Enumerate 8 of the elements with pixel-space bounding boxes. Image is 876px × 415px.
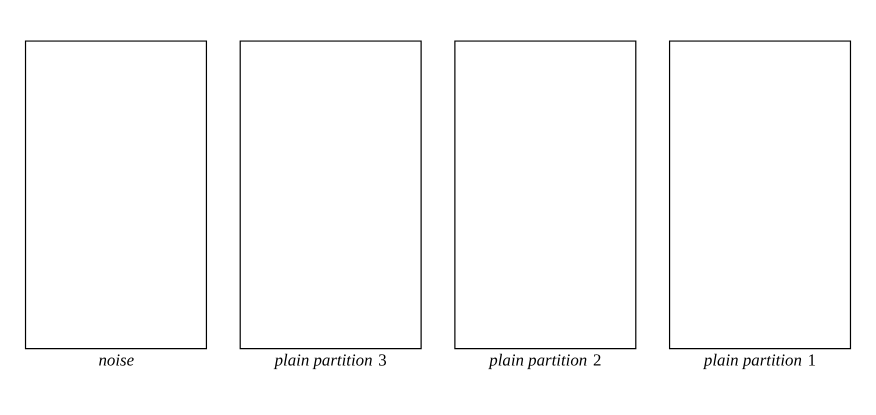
node-box: [454, 40, 636, 350]
node-label: plain partition 3: [274, 350, 387, 370]
node-box: [668, 40, 852, 350]
node-box: [24, 40, 208, 350]
node-box: [240, 40, 422, 350]
node-label: noise: [98, 350, 134, 370]
node-label: plain partition 2: [489, 350, 602, 370]
node-label: plain partition 1: [704, 350, 816, 370]
